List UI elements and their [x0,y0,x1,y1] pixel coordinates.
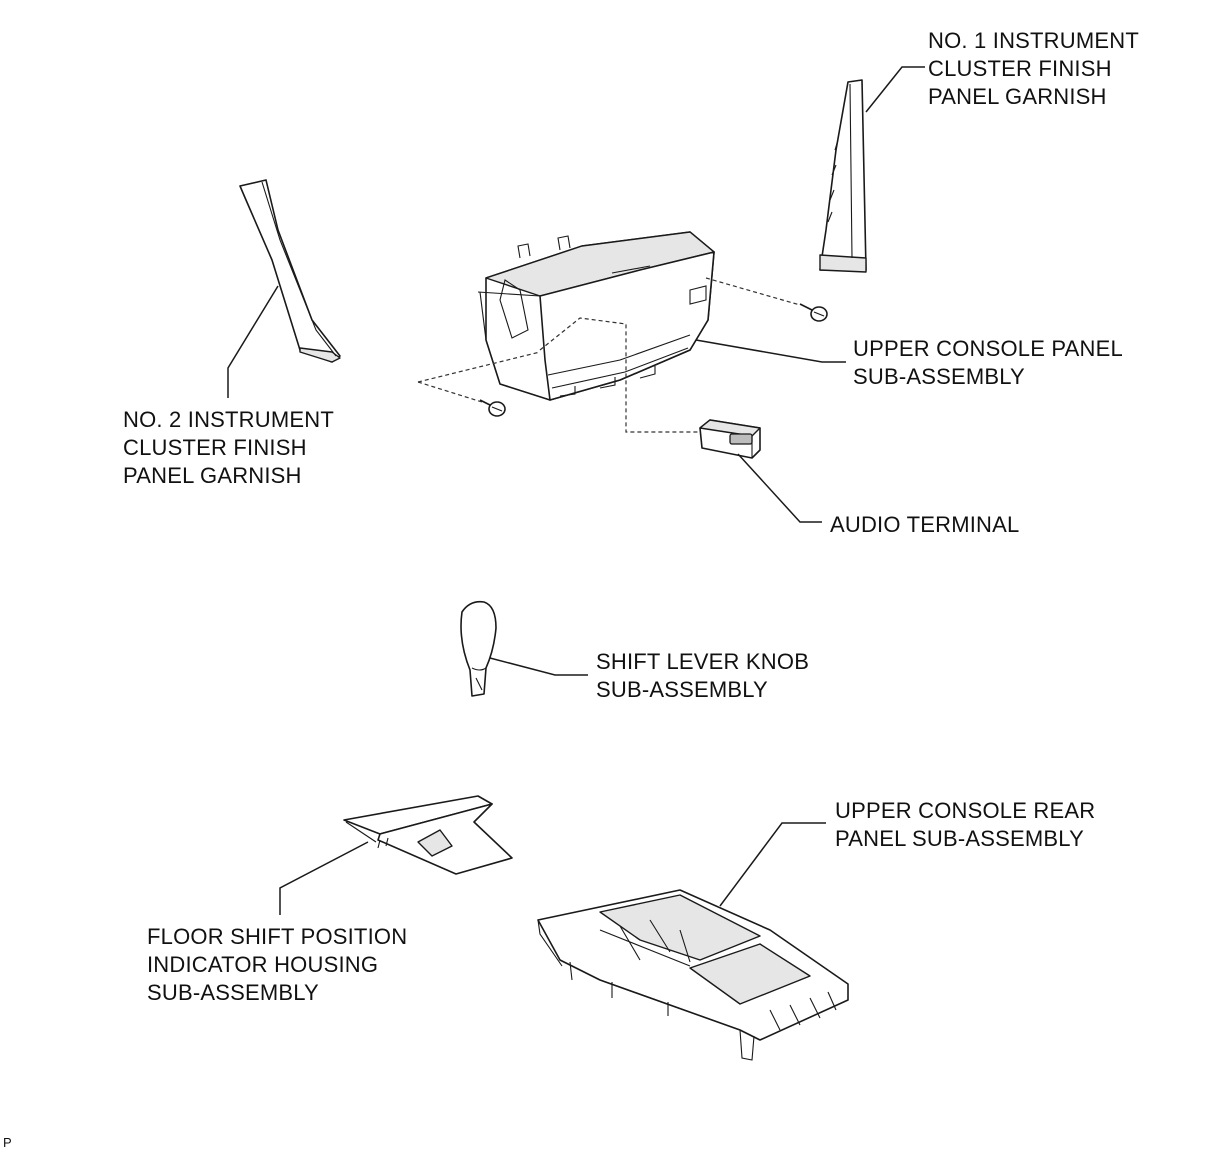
floor-shift-indicator-housing-part [343,795,513,875]
label-shift-lever-knob: SHIFT LEVER KNOB SUB-ASSEMBLY [596,648,809,704]
label-upper-console-panel: UPPER CONSOLE PANEL SUB-ASSEMBLY [853,335,1123,391]
label-line: CLUSTER FINISH [928,56,1112,81]
upper-console-panel-part [477,231,715,401]
label-line: PANEL SUB-ASSEMBLY [835,826,1084,851]
label-line: SHIFT LEVER KNOB [596,649,810,674]
figure-code: P [3,1135,12,1150]
label-line: PANEL GARNISH [123,463,302,488]
label-line: UPPER CONSOLE PANEL [853,336,1123,361]
screw-right-part [799,303,828,322]
label-line: CLUSTER FINISH [123,435,307,460]
audio-terminal-part [699,419,761,459]
assembly-dashed-lines [417,277,801,433]
label-no2-garnish: NO. 2 INSTRUMENT CLUSTER FINISH PANEL GA… [123,406,334,490]
label-audio-terminal: AUDIO TERMINAL [830,511,1019,539]
label-line: FLOOR SHIFT POSITION [147,924,408,949]
label-upper-console-rear-panel: UPPER CONSOLE REAR PANEL SUB-ASSEMBLY [835,797,1095,853]
label-line: UPPER CONSOLE REAR [835,798,1096,823]
label-line: SUB-ASSEMBLY [596,677,768,702]
label-line: INDICATOR HOUSING [147,952,379,977]
label-line: SUB-ASSEMBLY [853,364,1025,389]
label-line: PANEL GARNISH [928,84,1107,109]
label-line: NO. 2 INSTRUMENT [123,407,334,432]
no1-garnish-part [819,79,867,273]
leader-lines [227,66,925,915]
no2-garnish-part [239,179,341,363]
upper-console-rear-panel-part [537,889,849,1061]
label-line: NO. 1 INSTRUMENT [928,28,1139,53]
label-line: AUDIO TERMINAL [830,512,1020,537]
screw-left-part [479,399,506,417]
shift-lever-knob-part [460,600,497,697]
label-floor-shift-indicator-housing: FLOOR SHIFT POSITION INDICATOR HOUSING S… [147,923,407,1007]
label-line: SUB-ASSEMBLY [147,980,319,1005]
label-no1-garnish: NO. 1 INSTRUMENT CLUSTER FINISH PANEL GA… [928,27,1139,111]
